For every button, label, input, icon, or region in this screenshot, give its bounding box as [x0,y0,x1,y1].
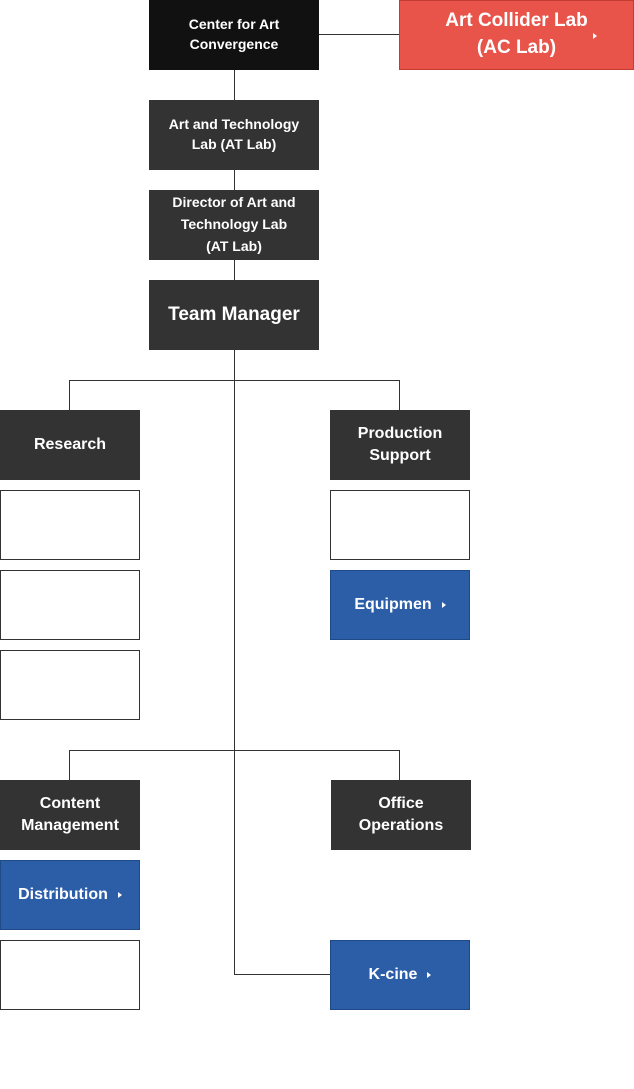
center-label: Center for Art Convergence [188,16,280,52]
connector-to-production-support [399,380,400,410]
center-for-art-convergence-box: Center for Art Convergence [149,0,319,70]
director-box: Director of Art and Technology Lab (AT L… [149,190,319,260]
office-operations-box: Office Operations [331,780,471,850]
production-support-label: Production Support [357,424,443,464]
content-management-box: Content Management [0,780,140,850]
connector-to-kcine [234,974,330,975]
ac-lab-link[interactable]: Art Collider Lab (AC Lab) [399,0,634,70]
production-support-box: Production Support [330,410,470,480]
kcine-link[interactable]: K-cine [330,940,470,1010]
connector-lower-branch [69,750,400,751]
office-operations-label: Office Operations [358,794,444,834]
connector-center-to-at-lab [234,69,235,100]
caret-right-icon [427,972,432,978]
ac-lab-label: Art Collider Lab (AC Lab) [445,10,588,58]
caret-right-icon [441,602,446,608]
caret-right-icon [593,33,597,39]
equipment-label: Equipmen [354,595,432,613]
at-lab-label: Art and Technology Lab (AT Lab) [168,116,300,152]
connector-upper-branch [69,380,400,381]
content-management-label: Content Management [21,794,119,834]
research-empty-slot-3 [0,650,140,720]
research-label: Research [33,435,107,453]
at-lab-box: Art and Technology Lab (AT Lab) [149,100,319,170]
connector-to-office-operations [399,750,400,780]
distribution-link[interactable]: Distribution [0,860,140,930]
caret-right-icon [117,892,122,898]
distribution-label: Distribution [18,885,108,903]
kcine-label: K-cine [368,965,418,983]
team-manager-box: Team Manager [149,280,319,350]
team-manager-label: Team Manager [168,303,300,325]
connector-to-research [69,380,70,410]
research-empty-slot-1 [0,490,140,560]
research-box: Research [0,410,140,480]
research-empty-slot-2 [0,570,140,640]
director-label: Director of Art and Technology Lab (AT L… [172,194,296,254]
connector-at-lab-to-director [234,169,235,190]
content-management-empty-slot [0,940,140,1010]
connector-to-content-management [69,750,70,780]
connector-director-to-team-manager [234,259,235,280]
equipment-link[interactable]: Equipmen [330,570,470,640]
connector-main-trunk [234,349,235,975]
production-support-empty-slot [330,490,470,560]
connector-center-to-ac-lab [318,34,400,35]
